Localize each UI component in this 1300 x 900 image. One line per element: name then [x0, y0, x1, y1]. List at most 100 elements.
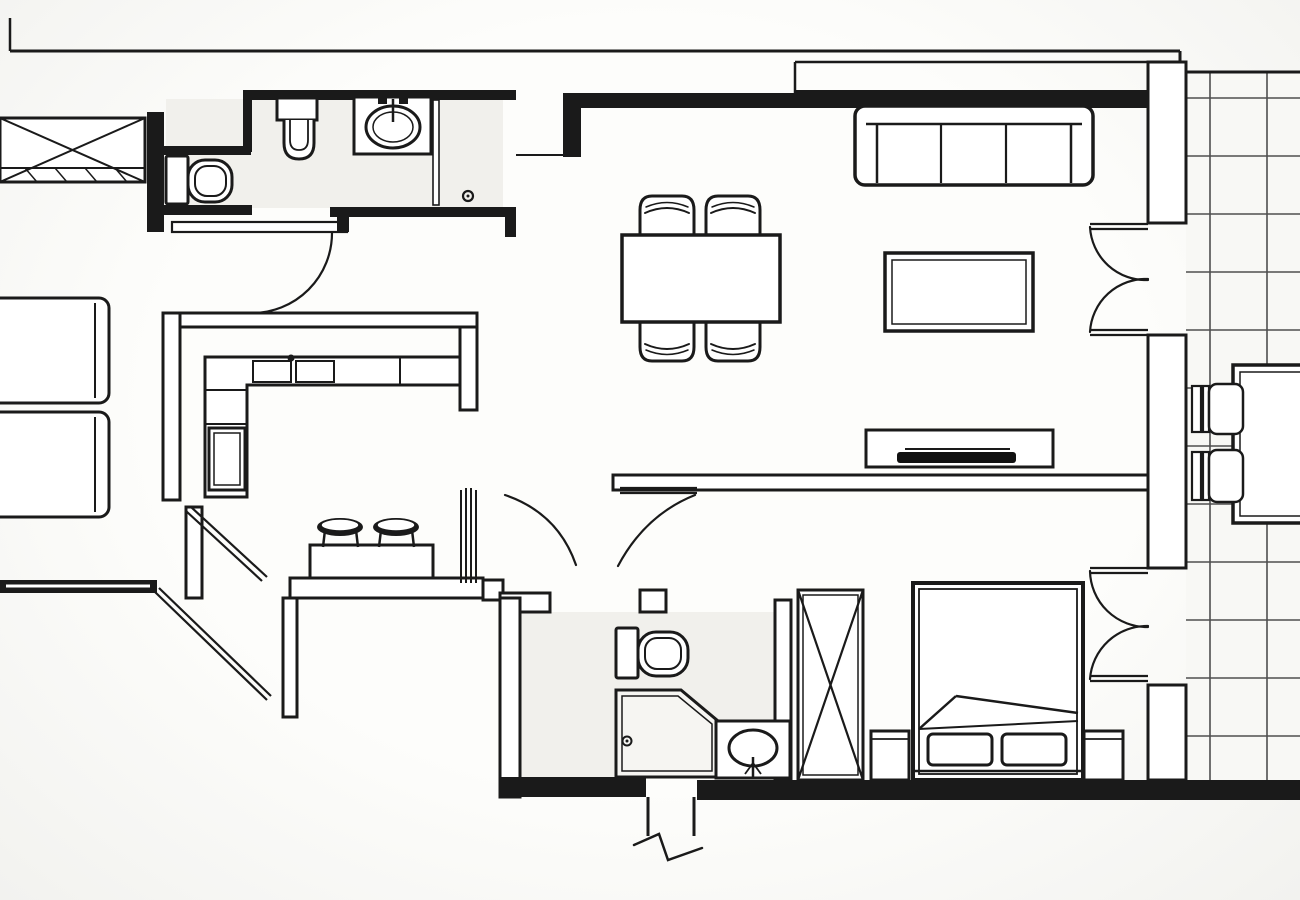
sofa: [853, 104, 1095, 187]
dining-chair-4: [704, 318, 762, 363]
wall-kitchen-left: [161, 311, 182, 502]
break-line: [632, 832, 704, 862]
dining-chair-2: [704, 194, 762, 240]
wardrobe-bedroom: [796, 589, 865, 781]
dining-chair-1: [645, 201, 689, 208]
dining-chair-1: [644, 207, 690, 214]
toilet-tank: [614, 626, 640, 680]
wardrobe-top-left: [114, 167, 128, 183]
chair-seat: [1207, 382, 1245, 436]
drain-dot: [466, 194, 470, 198]
dining-chair-3: [638, 318, 696, 363]
tap-handle: [378, 97, 387, 104]
chair-back: [1190, 384, 1203, 434]
hall-sliding-leaf: [170, 220, 349, 234]
coffee-table: [883, 251, 1035, 333]
balcony1-arc: [1088, 277, 1150, 334]
nightstand-2: [1082, 729, 1125, 782]
dining-chair-4: [710, 343, 756, 350]
toilet-1: [164, 154, 234, 206]
bidet-bowl-inner: [289, 119, 309, 151]
balcony2-arc: [1088, 624, 1150, 681]
drain: [621, 735, 633, 747]
wall-dining-corner: [563, 93, 581, 157]
island-block: [308, 543, 435, 580]
dining-table: [620, 233, 782, 324]
bidet-bowl: [282, 118, 316, 161]
hall-door-arc: [503, 493, 578, 567]
blanket-edge: [918, 720, 1079, 730]
wall-bath2-bottom: [500, 777, 646, 797]
sink-basin: [252, 360, 292, 383]
dining-chair-2: [710, 207, 756, 214]
tap-handle: [399, 97, 408, 104]
toilet-bowl: [636, 630, 690, 678]
coffee-table: [891, 259, 1027, 325]
outdoor-chair-1: [1190, 382, 1245, 436]
dining-chair-1: [638, 194, 696, 240]
bath2-door-arc: [616, 493, 697, 568]
sink-vanity-2: [714, 719, 792, 780]
twin-bed-2: [0, 410, 111, 519]
wall-hall-corner: [481, 578, 505, 602]
bedroom2-door-leaf: [158, 587, 272, 697]
wardrobe-top-left: [0, 117, 146, 183]
toilet-bowl-inner: [644, 637, 682, 670]
wardrobe-top-left: [24, 167, 38, 183]
dining-chair-1: [638, 194, 696, 240]
blanket-edge: [955, 694, 1079, 715]
dining-chair-2: [711, 201, 755, 208]
wardrobe-bedroom: [802, 594, 859, 776]
wall-stub: [337, 210, 349, 232]
shower-glass: [432, 99, 440, 206]
dining-chair-3: [638, 318, 696, 363]
chair-seat: [1207, 448, 1245, 504]
wall-bath1-bottom-right: [330, 207, 516, 217]
wall-kitchen-right: [458, 325, 479, 412]
dining-chair-3: [645, 349, 689, 356]
wall-bath1-top: [243, 90, 516, 100]
sink-vanity-1: [352, 95, 433, 156]
wall-bath2-left: [498, 596, 522, 799]
mattress-inner: [918, 588, 1078, 775]
bidet-tank: [275, 96, 319, 122]
bar-stool-1: [317, 518, 363, 548]
coffee-table: [883, 251, 1035, 333]
double-bed: [911, 581, 1085, 782]
toilet-tank: [164, 154, 190, 206]
dining-chair-4: [711, 349, 755, 356]
outdoor-table: [1239, 371, 1300, 517]
wall-bath2-top-right: [638, 588, 668, 614]
twin-bed-2: [0, 410, 111, 519]
wardrobe-bedroom: [796, 588, 865, 782]
stool-top-face: [376, 518, 416, 532]
glass-and-trim: [432, 99, 563, 583]
walls-outlined: [161, 60, 1188, 799]
wall-bath1-bottom-left: [158, 205, 252, 215]
fridge: [207, 426, 247, 492]
pillow: [926, 732, 994, 767]
stool-top-face: [320, 518, 360, 532]
toilet-2: [614, 626, 690, 680]
outdoor-chair-2: [1190, 448, 1245, 504]
wall-right-upper: [1146, 60, 1188, 225]
wall-lower-left: [184, 505, 204, 600]
bedroom2-door-leaf: [154, 591, 268, 701]
faucet-dot: [287, 354, 295, 362]
kitchen-door-leaf: [190, 506, 268, 578]
wall-entry-left: [281, 596, 299, 719]
wall-living-bedroom: [611, 473, 1150, 492]
kitchen-island: [308, 543, 435, 580]
wall-right-middle: [1146, 333, 1188, 570]
drain-dot: [625, 739, 629, 743]
balcony1-arc: [1088, 225, 1150, 282]
wall-bath1-jog: [243, 90, 252, 152]
toilet-bowl-inner: [194, 165, 227, 197]
bath1-door-arc: [250, 231, 334, 315]
toilet-bowl: [186, 158, 234, 204]
twin-bed-1: [0, 296, 111, 405]
sofa-body: [853, 104, 1095, 187]
wall-dining-top: [563, 93, 797, 108]
